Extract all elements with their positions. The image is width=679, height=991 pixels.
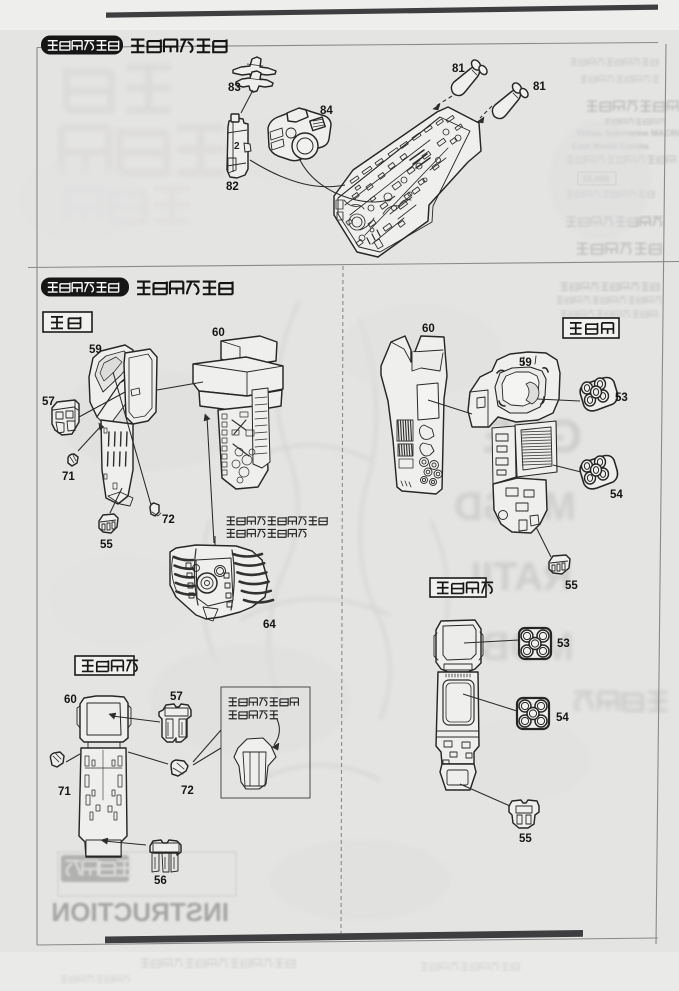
svg-text:55: 55 <box>565 580 578 592</box>
svg-text:82: 82 <box>226 181 239 193</box>
svg-text:81: 81 <box>452 63 465 75</box>
svg-text:54: 54 <box>556 712 569 724</box>
svg-text:55: 55 <box>100 539 113 551</box>
svg-text:59: 59 <box>519 357 532 369</box>
svg-text:72: 72 <box>181 785 194 797</box>
svg-text:54: 54 <box>610 489 623 501</box>
svg-text:57: 57 <box>170 691 183 703</box>
svg-text:53: 53 <box>557 638 570 650</box>
svg-text:72: 72 <box>162 514 175 526</box>
svg-text:71: 71 <box>62 471 75 483</box>
svg-text:53: 53 <box>615 392 628 404</box>
svg-text:83: 83 <box>228 82 241 94</box>
svg-text:84: 84 <box>320 105 333 117</box>
svg-text:60: 60 <box>422 323 435 335</box>
svg-text:60: 60 <box>64 694 77 706</box>
svg-text:71: 71 <box>58 786 71 798</box>
svg-text:55: 55 <box>519 833 532 845</box>
svg-text:81: 81 <box>533 81 546 93</box>
svg-text:57: 57 <box>42 396 55 408</box>
svg-text:64: 64 <box>263 619 276 631</box>
svg-text:INSTRUCTION: INSTRUCTION <box>51 897 229 927</box>
svg-text:2: 2 <box>234 141 240 152</box>
svg-text:60: 60 <box>212 327 225 339</box>
svg-text:59: 59 <box>89 344 102 356</box>
svg-text:56: 56 <box>154 875 167 887</box>
